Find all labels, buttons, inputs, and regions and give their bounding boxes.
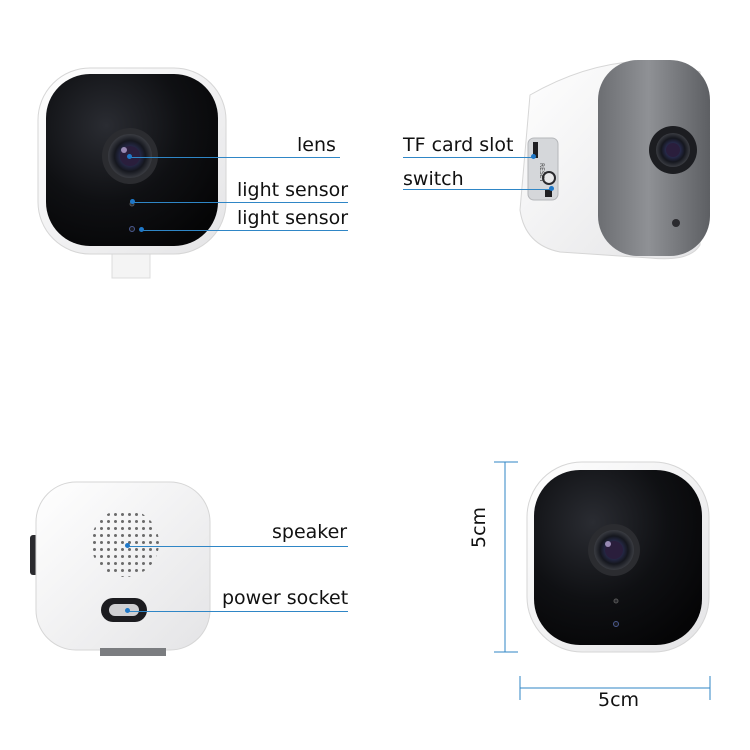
tf-card-slot-leader <box>403 157 533 158</box>
label-width: 5cm <box>598 689 640 711</box>
light-sensor-1-leader <box>133 202 348 203</box>
front-camera-bottom-right <box>526 461 710 653</box>
side-button-text: RESET <box>538 163 545 183</box>
label-speaker: speaker <box>272 521 348 543</box>
front-camera-top-left <box>37 67 227 279</box>
lens-dot <box>127 154 132 159</box>
label-light-sensor-1: light sensor <box>237 179 349 201</box>
label-tf-card-slot: TF card slot <box>403 134 514 156</box>
switch-leader <box>403 189 551 190</box>
label-lens: lens <box>297 134 336 156</box>
label-power-socket: power socket <box>222 587 349 609</box>
label-height: 5cm <box>468 506 490 548</box>
label-switch: switch <box>403 168 464 190</box>
tf-card-slot-dot <box>531 154 536 159</box>
lens-leader <box>130 157 340 158</box>
side-camera-top-right: RESET <box>519 60 710 260</box>
power-socket-dot <box>125 608 130 613</box>
light-sensor-2-dot <box>139 227 144 232</box>
power-socket-leader <box>128 611 348 612</box>
width-dimension <box>519 676 711 700</box>
speaker-dot <box>125 543 130 548</box>
light-sensor-1-dot <box>130 199 135 204</box>
switch-dot <box>549 186 554 191</box>
height-dimension <box>494 461 518 653</box>
speaker-leader <box>128 546 348 547</box>
label-light-sensor-2: light sensor <box>237 207 349 229</box>
back-camera-bottom-left <box>30 481 211 656</box>
light-sensor-2-leader <box>142 230 348 231</box>
